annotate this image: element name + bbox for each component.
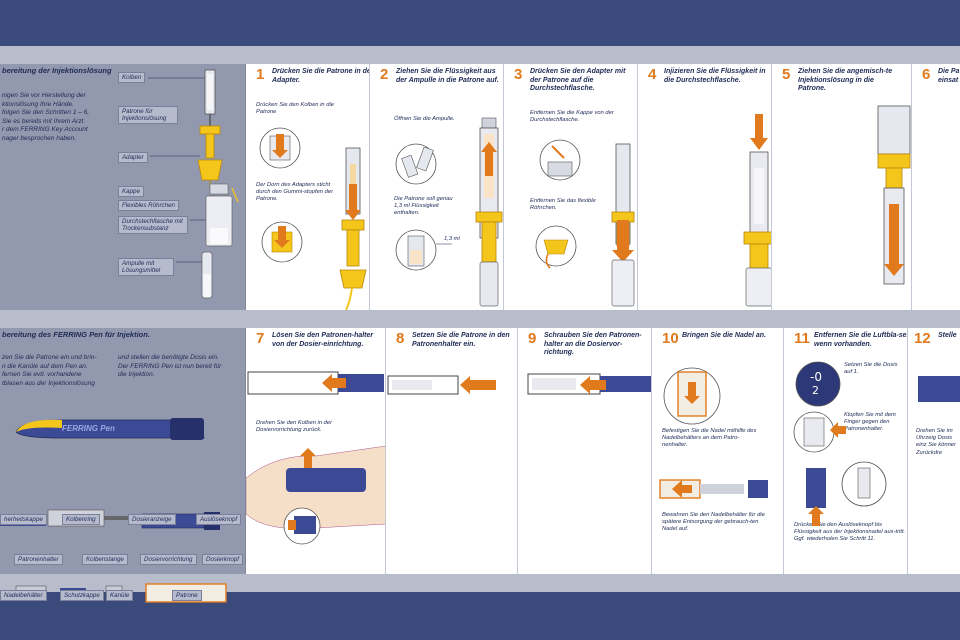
step-title: Lösen Sie den Patronen-halter von der Do… [272,332,374,348]
pen-intro-text-right: und stellen die benötigte Dosis ein. Der… [118,354,222,378]
step-title: Bringen Sie die Nadel an. [682,332,767,339]
step-9: 9 Schrauben Sie den Patronen-halter an d… [518,328,652,574]
label-roehrchen: Flexibles Röhrchen [118,200,179,211]
step-5-illustration [877,105,911,285]
step-title: Schrauben Sie den Patronen-halter an die… [544,332,642,356]
label-schutzkappe: Schutzkappe [60,590,104,601]
label-dosiervorrichtung: Dosiervorrichtung [140,554,197,565]
step-2: 2 Ziehen Sie die Flüssigkeit aus der Amp… [370,64,504,310]
step-3-illustration [535,139,635,307]
step-4: 4 Injizieren Sie die Flüssigkeit in die … [638,64,772,310]
step-text: Setzen Sie die Dosis auf 1. [844,362,898,376]
step-10-illustration [659,367,768,499]
solution-intro-panel: bereitung der Injektionslösung nigen Sie… [0,64,246,310]
step-title: Setzen Sie die Patrone in den Patronenha… [412,332,510,348]
step-9-illustration [527,373,651,395]
step-number: 6 [922,66,931,83]
step-text: Öffnen Sie die Ampulle. [394,116,455,122]
label-dosieranzeige: Dosieranzeige [128,514,176,525]
step-title: Ziehen Sie die angemisch-te Injektionslö… [798,68,893,92]
step-7-illustration [246,371,385,545]
step-title: Entfernen Sie die Luftbla-sen, wenn vorh… [814,332,908,348]
pen-intro-panel: bereitung des FERRING Pen für Injektion.… [0,328,246,603]
step-2-illustration [395,117,503,307]
step-7: 7 Lösen Sie den Patronen-halter von der … [246,328,386,574]
step-text: Drehen Sie den Kolben in der Dosiervorri… [256,420,333,434]
label-ausloeseknopf: Auslöseknopf [196,514,242,525]
step-11-illustration [793,361,887,526]
step-number: 4 [648,66,657,83]
step-number: 7 [256,330,265,347]
step-title: Ziehen Sie die Flüssigkeit aus der Ampul… [396,68,499,84]
solution-intro-title: bereitung der Injektionslösung [2,66,112,75]
volume-label: 1,3 ml [444,236,460,242]
step-text: Der Dorn des Adapters sticht durch den G… [256,182,334,203]
step-5: 5 Ziehen Sie die angemisch-te Injektions… [772,64,912,310]
step-10: 10 Bringen Sie die Nadel an. Befestigen … [652,328,784,574]
step-text: Klopfen Sie mit dem Finger gegen den Pat… [844,412,896,433]
step-3: 3 Drücken Sie den Adapter mit der Patron… [504,64,638,310]
label-adapter: Adapter [118,152,148,163]
label-kappe: Kappe [118,186,144,197]
label-dosierknopf: Dosierknopf [202,554,244,565]
step-number: 8 [396,330,405,347]
label-nadelbehaelter: Nadelbehälter [0,590,47,601]
step-1-illustration [259,127,367,310]
dose-window-top: -0 [810,370,822,384]
label-patrone: Patrone für Injektionslösung [118,106,178,124]
step-text: Drücken Sie den Auslöseknopf bis Flüssig… [794,522,906,543]
step-text: Die Patrone soll genau 1,3 ml Flüssigkei… [394,196,453,217]
step-number: 11 [794,330,810,347]
step-title: Drücken Sie den Adapter mit der Patrone … [530,68,626,92]
step-8: 8 Setzen Sie die Patrone in den Patronen… [386,328,518,574]
step-11: 11 Entfernen Sie die Luftbla-sen, wenn v… [784,328,908,574]
preparation-row: bereitung der Injektionslösung nigen Sie… [0,64,960,310]
step-title: Die Pa einsat [938,68,960,84]
label-patronenhalter: Patronenhalter [14,554,63,565]
instruction-sheet: bereitung der Injektionslösung nigen Sie… [0,46,960,603]
step-number: 12 [914,330,931,347]
step-4-illustration [743,114,771,307]
step-12-illustration [918,376,960,402]
step-number: 2 [380,66,389,83]
step-title: Stelle [938,332,957,339]
step-text: Bewahren Sie den Nadelbehälter für die s… [662,512,765,533]
pen-intro-title: bereitung des FERRING Pen für Injektion. [2,330,150,339]
step-number: 5 [782,66,791,83]
solution-intro-text: nigen Sie vor Herstellung der ktionslösu… [2,92,90,142]
component-illustration [148,69,239,299]
step-text: Entfernen Sie die Kappe von der Durchste… [530,110,614,124]
step-text: Befestigen Sie die Nadel mithilfe des Na… [662,428,757,449]
label-kolben: Kolben [118,72,146,83]
step-title: Drücken Sie die Patrone in den Adapter. [272,68,370,84]
label-kanuele: Kanüle [106,590,134,601]
step-title: Injizieren Sie die Flüssigkeit in die Du… [664,68,766,84]
pen-brand-label: FERRING Pen [62,424,115,433]
step-8-illustration [387,375,496,395]
step-number: 9 [528,330,537,347]
label-ampulle: Ampulle mit Lösungsmittel [118,258,174,276]
pen-illustration [0,418,227,603]
label-kolbenring: Kolbenring [62,514,100,525]
step-text: Entfernen Sie das flexible Röhrchen. [530,198,596,212]
label-durchstechflasche: Durchstechflasche mit Trockensubstanz [118,216,188,234]
label-sicherheitskappe: herheitskappe [0,514,47,525]
pen-intro-text-left: zen Sie die Patrone ein und brin- n die … [2,354,97,387]
step-text: Drehen Sie im Uhrzeig Dosis einz Sie kön… [916,428,956,456]
step-12: 12 Stelle Drehen Sie im Uhrzeig Dosis ei… [908,328,960,574]
step-number: 1 [256,66,265,83]
step-number: 10 [662,330,679,347]
step-6: 6 Die Pa einsat [912,64,960,310]
step-text: Drücken Sie den Kolben in die Patrone [256,102,334,116]
step-1: 1 Drücken Sie die Patrone in den Adapter… [246,64,370,310]
step-number: 3 [514,66,523,83]
pen-row: bereitung des FERRING Pen für Injektion.… [0,328,960,603]
label-kolbenstange: Kolbenstange [82,554,128,565]
dose-window-bottom: 2 [812,384,819,397]
label-patrone: Patrone [172,590,202,601]
